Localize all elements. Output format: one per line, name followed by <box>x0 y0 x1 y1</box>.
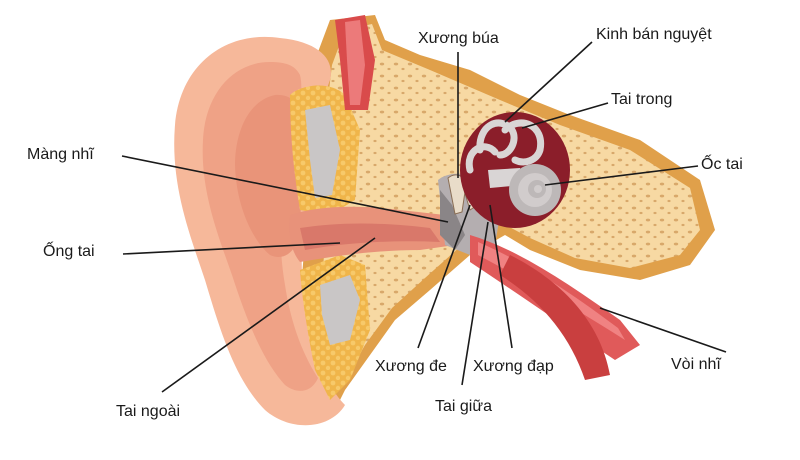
leader-oc-tai <box>544 165 699 186</box>
leader-voi-nhi <box>599 307 727 353</box>
leader-xuong-dap <box>489 204 513 349</box>
leader-tai-ngoai <box>161 237 376 393</box>
label-tai-ngoai: Tai ngoài <box>116 403 181 420</box>
label-xuong-dap: Xương đạp <box>473 358 554 375</box>
leader-ong-tai <box>122 242 341 255</box>
leader-mang-nhi <box>121 155 449 223</box>
label-tai-trong: Tai trong <box>611 91 673 108</box>
cartilage-gray-upper <box>305 105 340 198</box>
label-oc-tai: Ốc tai <box>701 156 743 173</box>
tube-muscle <box>500 255 610 380</box>
leader-tai-giua <box>461 221 489 386</box>
label-mang-nhi: Màng nhĩ <box>27 146 94 163</box>
label-xuong-de: Xương đe <box>375 358 447 375</box>
label-ong-tai: Ống tai <box>43 243 95 260</box>
leader-kinh-ban-nguyet <box>504 41 593 123</box>
label-tai-giua: Tai giữa <box>435 398 492 415</box>
semicircular-canals <box>465 119 545 174</box>
leader-tai-trong <box>521 102 609 129</box>
label-kinh-ban-nguyet: Kinh bán nguyệt <box>596 26 712 43</box>
outer-ear-bowl <box>235 94 301 258</box>
label-xuong-bua: Xương búa <box>418 30 499 47</box>
leader-xuong-de <box>417 204 471 349</box>
cartilage-gray-lower <box>320 275 360 345</box>
label-voi-nhi: Vòi nhĩ <box>671 356 721 373</box>
